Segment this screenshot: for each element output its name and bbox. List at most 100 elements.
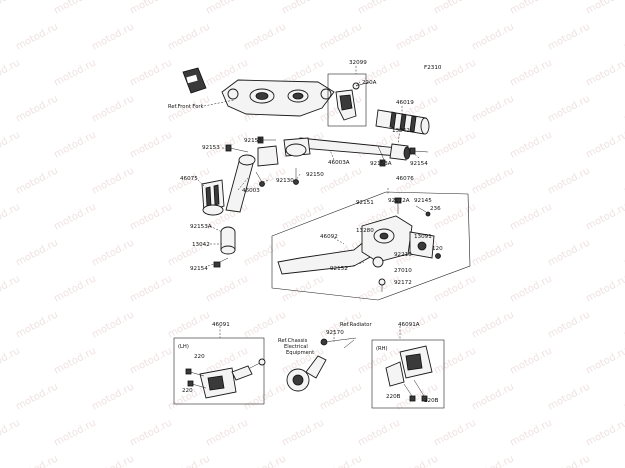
- watermark-text: motod.ru: [14, 381, 60, 412]
- label-92153-top: 92153: [244, 138, 262, 144]
- watermark-text: motod.ru: [546, 237, 592, 268]
- watermark-text: motod.ru: [90, 381, 136, 412]
- watermark-text: motod.ru: [90, 21, 136, 52]
- label-220-b: 220: [182, 388, 193, 394]
- watermark-text: motod.ru: [52, 129, 98, 160]
- watermark-text: motod.ru: [14, 165, 60, 196]
- watermark-text: motod.ru: [394, 453, 440, 468]
- ref-chassis-line2: Electrical: [284, 344, 308, 350]
- label-46092: 46092: [320, 234, 338, 240]
- watermark-text: motod.ru: [584, 129, 625, 160]
- watermark-text: motod.ru: [546, 453, 592, 468]
- label-92172a: 92172A: [388, 198, 410, 204]
- watermark-text: motod.ru: [128, 129, 174, 160]
- watermark-text: motod.ru: [204, 273, 250, 304]
- watermark-text: motod.ru: [128, 345, 174, 376]
- watermark-text: motod.ru: [0, 129, 22, 160]
- watermark-text: motod.ru: [584, 0, 625, 17]
- watermark-text: motod.ru: [546, 381, 592, 412]
- label-13042-right: 13042: [392, 128, 410, 134]
- watermark-text: motod.ru: [356, 273, 402, 304]
- clutch-assembly: [271, 191, 471, 301]
- watermark-text: motod.ru: [584, 417, 625, 448]
- ref-chassis-line1: Ref.Chassis: [278, 338, 308, 344]
- watermark-text: motod.ru: [470, 381, 516, 412]
- label-46019: 46019: [396, 100, 414, 106]
- watermark-text: motod.ru: [470, 21, 516, 52]
- label-220b-b: 220B: [424, 398, 439, 404]
- screw-92154-right: [409, 147, 429, 155]
- throttle-cable-unit: [327, 73, 371, 127]
- watermark-text: motod.ru: [166, 309, 212, 340]
- label-13091: 13091: [414, 234, 432, 240]
- left-grip: [201, 179, 225, 216]
- watermark-text: motod.ru: [242, 453, 288, 468]
- watermark-text: motod.ru: [432, 129, 478, 160]
- watermark-text: motod.ru: [280, 273, 326, 304]
- watermark-text: motod.ru: [128, 57, 174, 88]
- steering-stem-head: [221, 79, 335, 117]
- watermark-text: motod.ru: [128, 201, 174, 232]
- left-bar-end: [220, 226, 236, 255]
- watermark-text: motod.ru: [128, 417, 174, 448]
- watermark-text: motod.ru: [432, 273, 478, 304]
- watermark-text: motod.ru: [508, 417, 554, 448]
- watermark-text: motod.ru: [470, 165, 516, 196]
- watermark-text: motod.ru: [90, 165, 136, 196]
- label-92130: 92130: [276, 178, 294, 184]
- label-92172: 92172: [394, 280, 412, 286]
- watermark-text: motod.ru: [470, 453, 516, 468]
- watermark-text: motod.ru: [14, 453, 60, 468]
- watermark-text: motod.ru: [546, 309, 592, 340]
- horn-assembly: [286, 337, 357, 392]
- watermark-text: motod.ru: [508, 57, 554, 88]
- watermark-text: motod.ru: [432, 0, 478, 17]
- watermark-text: motod.ru: [166, 453, 212, 468]
- watermark-text: motod.ru: [470, 309, 516, 340]
- watermark-text: motod.ru: [0, 345, 22, 376]
- watermark-text: motod.ru: [0, 0, 22, 17]
- label-220a-top: 220A: [362, 80, 377, 86]
- rh-switch-assembly: [371, 339, 445, 409]
- watermark-text: motod.ru: [166, 21, 212, 52]
- watermark-text: motod.ru: [14, 21, 60, 52]
- watermark-text: motod.ru: [318, 453, 364, 468]
- ref-radiator: Ref.Radiator: [340, 322, 372, 328]
- watermark-text: motod.ru: [90, 237, 136, 268]
- watermark-text: motod.ru: [128, 0, 174, 17]
- watermark-text: motod.ru: [52, 345, 98, 376]
- watermark-text: motod.ru: [432, 57, 478, 88]
- label-92145: 92145: [414, 198, 432, 204]
- label-92153a-right: 92153A: [370, 161, 392, 167]
- label-236: 236: [430, 206, 441, 212]
- watermark-text: motod.ru: [90, 309, 136, 340]
- ref-chassis-line3: Equipment: [286, 350, 314, 356]
- watermark-text: motod.ru: [280, 0, 326, 17]
- label-92154-right: 92154: [410, 161, 428, 167]
- label-32099: 32099: [349, 60, 367, 66]
- watermark-text: motod.ru: [394, 21, 440, 52]
- watermark-text: motod.ru: [584, 201, 625, 232]
- watermark-text: motod.ru: [242, 309, 288, 340]
- watermark-text: motod.ru: [508, 129, 554, 160]
- screw-92154-left: [213, 257, 229, 268]
- watermark-text: motod.ru: [432, 345, 478, 376]
- watermark-text: motod.ru: [470, 93, 516, 124]
- left-handlebar: [225, 145, 279, 213]
- watermark-text: motod.ru: [14, 237, 60, 268]
- watermark-text: motod.ru: [508, 0, 554, 17]
- watermark-text: motod.ru: [356, 0, 402, 17]
- part-labels: F2310 32099 220A 46019 13042 92153A 9215…: [168, 60, 443, 404]
- watermark-text: motod.ru: [14, 309, 60, 340]
- kawasaki-tag-icon: [182, 67, 207, 94]
- watermark-text: motod.ru: [90, 93, 136, 124]
- watermark-text: motod.ru: [318, 165, 364, 196]
- watermark-text: motod.ru: [52, 57, 98, 88]
- watermark-text: motod.ru: [508, 345, 554, 376]
- watermark-text: motod.ru: [0, 57, 22, 88]
- watermark-text: motod.ru: [0, 273, 22, 304]
- label-46003: 46003: [242, 188, 260, 194]
- label-46075: 46075: [180, 176, 198, 182]
